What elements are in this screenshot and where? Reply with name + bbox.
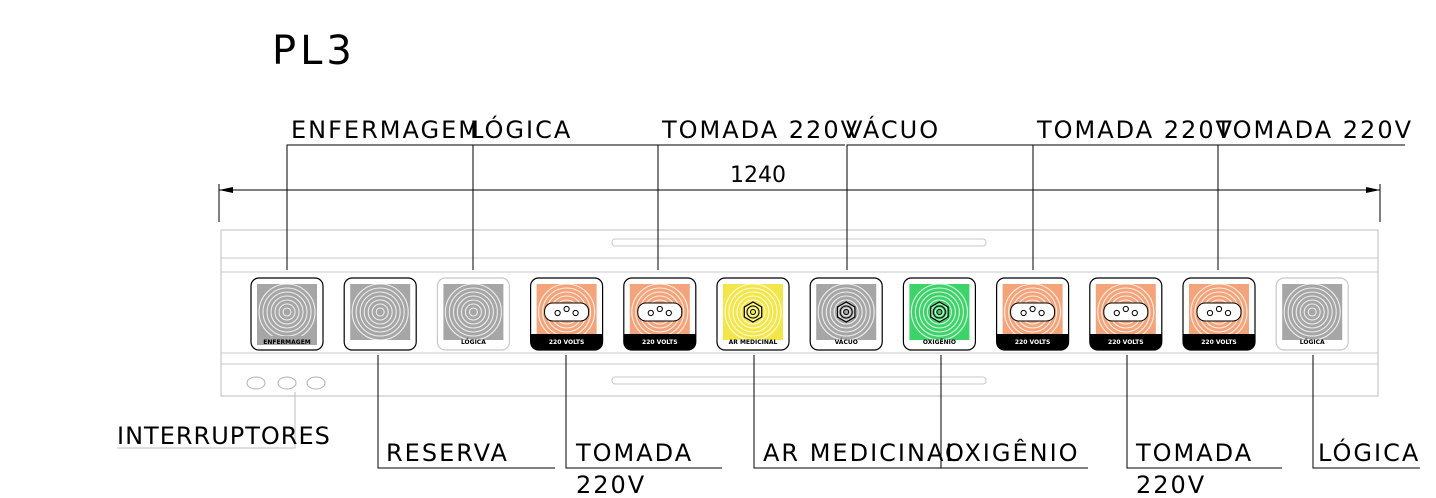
module-9-caption: 220 VOLTS bbox=[1015, 339, 1051, 346]
outlet-socket-icon bbox=[1010, 302, 1056, 322]
gas-valve-icon bbox=[930, 301, 949, 323]
outlet-socket-icon bbox=[637, 302, 683, 322]
module-6-gas: AR MEDICINAL bbox=[716, 277, 790, 351]
module-11-outlet: 220 VOLTS bbox=[1182, 277, 1256, 351]
gas-valve-icon bbox=[743, 301, 763, 323]
module-row: ENFERMAGEM LÓGICA 220 VOLTS 220 VOLTS AR MED… bbox=[250, 277, 1349, 351]
label-tomada-220v-top-1: TOMADA 220V bbox=[661, 116, 859, 144]
label-logica-bottom: LÓGICA bbox=[1318, 437, 1420, 467]
module-1-caption: ENFERMAGEM bbox=[263, 339, 311, 346]
label-ar-medicinal: AR MEDICINAL bbox=[763, 439, 961, 467]
module-6-plate bbox=[723, 283, 783, 341]
panel-body bbox=[220, 229, 1379, 397]
bottom-labels: INTERRUPTORES RESERVA TOMADA 220V AR MED… bbox=[117, 422, 1420, 498]
module-3-blank: LÓGICA bbox=[436, 277, 510, 351]
label-tomada-bottom-1-line1: TOMADA bbox=[575, 439, 693, 467]
label-interruptores: INTERRUPTORES bbox=[117, 422, 331, 450]
outlet-socket-icon bbox=[1103, 302, 1149, 322]
outlet-socket-icon bbox=[1196, 302, 1242, 322]
dimension-value: 1240 bbox=[730, 163, 786, 188]
module-8-plate bbox=[909, 283, 970, 341]
interruptores-switches bbox=[246, 376, 326, 390]
label-tomada-220v-top-3: TOMADA 220V bbox=[1215, 116, 1413, 144]
module-12-blank: LÓGICA bbox=[1275, 277, 1349, 351]
module-7-plate bbox=[816, 283, 877, 341]
top-labels: ENFERMAGEM LÓGICA TOMADA 220V VÁCUO TOMA… bbox=[291, 114, 1413, 144]
module-11-caption: 220 VOLTS bbox=[1201, 339, 1237, 346]
dimension-line: 1240 bbox=[218, 163, 1381, 222]
module-5-caption: 220 VOLTS bbox=[642, 339, 678, 346]
module-1-blank: ENFERMAGEM bbox=[250, 277, 324, 351]
module-6-caption: AR MEDICINAL bbox=[729, 339, 778, 346]
module-5-outlet: 220 VOLTS bbox=[623, 277, 697, 351]
module-4-outlet: 220 VOLTS bbox=[529, 277, 604, 351]
label-tomada-bottom-2-line2: 220V bbox=[1136, 471, 1206, 498]
module-10-outlet: 220 VOLTS bbox=[1089, 277, 1163, 351]
module-8-caption: OXIGÊNIO bbox=[923, 338, 956, 346]
module-12-plate bbox=[1282, 283, 1343, 341]
label-enfermagem: ENFERMAGEM bbox=[291, 116, 481, 144]
module-3-plate bbox=[443, 283, 504, 341]
module-7-gas: VÁCUO bbox=[809, 277, 883, 351]
gas-valve-icon bbox=[836, 301, 856, 323]
module-1-plate bbox=[257, 283, 317, 341]
module-12-caption: LÓGICA bbox=[1300, 339, 1325, 346]
label-tomada-220v-top-2: TOMADA 220V bbox=[1036, 116, 1234, 144]
module-2-plate bbox=[350, 283, 411, 341]
drawing-title: PL3 bbox=[272, 28, 356, 74]
label-oxigenio: OXIGÊNIO bbox=[945, 438, 1080, 467]
module-8-gas: OXIGÊNIO bbox=[902, 277, 977, 351]
label-vacuo: VÁCUO bbox=[846, 115, 940, 144]
label-reserva: RESERVA bbox=[386, 439, 509, 467]
module-7-caption: VÁCUO bbox=[835, 339, 858, 346]
outlet-socket-icon bbox=[544, 302, 590, 322]
module-3-caption: LÓGICA bbox=[461, 339, 486, 346]
module-9-outlet: 220 VOLTS bbox=[995, 277, 1070, 351]
bottom-callouts bbox=[117, 355, 1420, 469]
top-callouts bbox=[286, 144, 1405, 270]
module-10-caption: 220 VOLTS bbox=[1108, 339, 1144, 346]
module-2-blank bbox=[343, 277, 417, 351]
label-tomada-bottom-2-line1: TOMADA bbox=[1135, 439, 1253, 467]
module-4-caption: 220 VOLTS bbox=[549, 339, 585, 346]
label-logica-top: LÓGICA bbox=[470, 114, 572, 144]
label-tomada-bottom-1-line2: 220V bbox=[576, 471, 646, 498]
